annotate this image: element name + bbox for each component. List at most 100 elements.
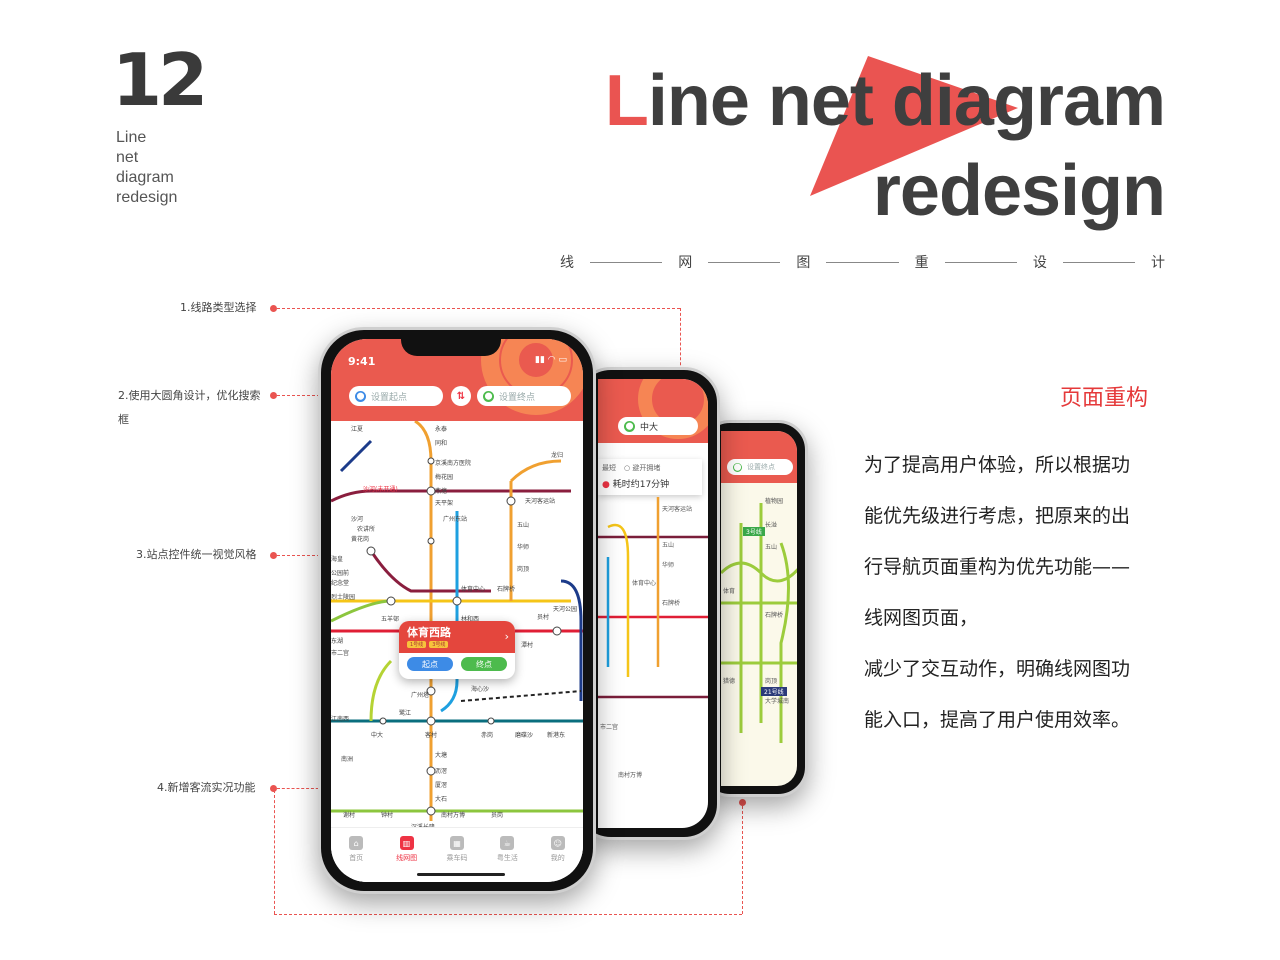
tab-life[interactable]: ☕粤生活: [487, 836, 527, 882]
svg-text:天河公园: 天河公园: [553, 605, 577, 613]
annotation-leader: [277, 788, 343, 789]
title-line2: redesign: [872, 151, 1166, 231]
description-body: 为了提高用户体验，所以根据功 能优先级进行考虑，把原来的出 行导航页面重构为优先…: [864, 440, 1174, 746]
svg-text:植物园: 植物园: [765, 497, 783, 505]
tab-ride-code[interactable]: ▦ 乘车码: [437, 836, 477, 882]
phone-mockup-1: 9:41 ▮▮ ◠ ▭ ⬤ 设置起点 ⇅ ⬤ 设置终点: [318, 327, 596, 894]
phone3-screen: ⬤ 设置终点 植物园长湴五山 体育石牌桥猎德 岗顶大学城南 3号线 21号线: [721, 431, 797, 786]
svg-text:赤岗: 赤岗: [481, 732, 493, 739]
svg-text:江夏: 江夏: [351, 426, 363, 433]
end-input[interactable]: ⬤ 设置终点: [477, 386, 571, 406]
annotation-station-control: 3.站点控件统一视觉风格: [136, 548, 257, 561]
svg-text:石牌桥: 石牌桥: [662, 599, 680, 607]
svg-text:五山: 五山: [765, 543, 777, 551]
tab-label: 乘车码: [446, 854, 468, 862]
svg-text:农讲所: 农讲所: [357, 525, 375, 533]
home-indicator: [417, 873, 505, 876]
svg-text:天河客运站: 天河客运站: [525, 497, 555, 505]
tab-label: 首页: [349, 854, 364, 862]
svg-text:猎德: 猎德: [723, 677, 735, 685]
svg-text:华师: 华师: [662, 561, 674, 569]
swap-icon[interactable]: ⇅: [451, 386, 471, 406]
phone2-search-value: 中大: [640, 422, 659, 433]
option-shortest[interactable]: 最短: [602, 464, 616, 472]
svg-text:南村万博: 南村万博: [441, 811, 465, 819]
option-avoid-crowd[interactable]: ○ 避开拥堵: [624, 464, 661, 472]
annotation-text: 2.使用大圆角设计，优化搜索: [118, 389, 261, 402]
tab-line-map[interactable]: ▥线网图: [387, 836, 427, 882]
route-duration: ● 耗时约17分钟: [602, 477, 698, 490]
svg-text:岗顶: 岗顶: [517, 566, 529, 573]
svg-text:林和西: 林和西: [461, 615, 479, 623]
cn-char: 重: [914, 255, 929, 271]
popup-actions: 起点 终点: [399, 653, 515, 675]
svg-text:钟村: 钟村: [381, 811, 393, 819]
description-line: 能优先级进行考虑，把原来的出: [864, 505, 1131, 527]
phone2-screen: ⬤ 中大 最短 ○ 避开拥堵 ● 耗时约17分钟 天河客运站五山华师 体育中心石…: [598, 379, 708, 828]
svg-text:五山: 五山: [662, 541, 674, 549]
svg-text:谢村: 谢村: [343, 811, 355, 819]
qr-code-icon: ▦: [449, 836, 464, 850]
annotation-leader: [680, 308, 681, 380]
line-badge: 3号线: [429, 641, 449, 648]
set-start-button[interactable]: 起点: [407, 657, 453, 671]
phone2-search-input[interactable]: ⬤ 中大: [618, 417, 698, 435]
popup-line-badges: 1号线 3号线: [407, 641, 507, 648]
tab-home[interactable]: ⌂ 首页: [336, 836, 376, 882]
svg-text:长湴: 长湴: [765, 521, 777, 529]
svg-text:厦滘: 厦滘: [435, 781, 447, 789]
svg-text:体育: 体育: [723, 587, 735, 595]
description-line: 减少了交互动作，明确线网图功: [864, 658, 1131, 680]
svg-text:五羊邨: 五羊邨: [381, 615, 399, 623]
svg-text:烈士陵园: 烈士陵园: [331, 593, 355, 601]
subtitle-line: diagram: [116, 169, 174, 186]
svg-text:梅花园: 梅花园: [435, 473, 453, 481]
end-pin-icon: ⬤: [624, 420, 635, 432]
station-popup[interactable]: 体育西路 1号线 3号线 › 起点 终点: [399, 621, 515, 679]
divider: [944, 261, 1017, 263]
section-title: 页面重构: [1060, 386, 1149, 411]
home-icon: ⌂: [349, 836, 364, 850]
phone3-search-input[interactable]: ⬤ 设置终点: [727, 459, 793, 475]
set-end-button[interactable]: 终点: [461, 657, 507, 671]
svg-text:公园前: 公园前: [331, 569, 349, 577]
annotation-passenger-flow: 4.新增客流实况功能: [157, 781, 256, 794]
divider: [826, 261, 899, 263]
metro-lines: 江夏永泰同和 京溪南方医院梅花园燕塘 沙河(未开通)天平架沙河 广州东站天河客运…: [331, 419, 583, 831]
cn-char: 图: [796, 255, 811, 271]
divider: [708, 261, 781, 263]
status-icons: ▮▮ ◠ ▭: [535, 355, 567, 365]
metro-map[interactable]: 江夏永泰同和 京溪南方医院梅花园燕塘 沙河(未开通)天平架沙河 广州东站天河客运…: [331, 419, 583, 882]
start-placeholder: 设置起点: [371, 392, 408, 403]
svg-text:市二宫: 市二宫: [600, 723, 618, 731]
svg-text:潭村: 潭村: [521, 641, 533, 649]
chevron-right-icon[interactable]: ›: [504, 630, 509, 643]
svg-text:石牌桥: 石牌桥: [765, 611, 783, 619]
phone3-header: ⬤ 设置终点: [721, 431, 797, 483]
route-card: 最短 ○ 避开拥堵 ● 耗时约17分钟: [598, 459, 702, 495]
svg-text:燕塘: 燕塘: [435, 487, 447, 495]
phone2-header: ⬤ 中大: [598, 379, 708, 443]
description-line: 能入口，提高了用户使用效率。: [864, 709, 1131, 731]
end-placeholder: 设置终点: [499, 392, 536, 403]
annotation-dot: [270, 305, 277, 312]
svg-text:京溪南方医院: 京溪南方医院: [435, 459, 471, 467]
svg-text:客村: 客村: [425, 731, 437, 739]
title-highlight-letter: L: [604, 61, 649, 141]
annotation-dot: [270, 392, 277, 399]
cn-char: 设: [1032, 255, 1047, 271]
tab-label: 线网图: [396, 854, 418, 862]
cn-char: 计: [1151, 255, 1166, 271]
tab-profile[interactable]: ☺我的: [538, 836, 578, 882]
svg-text:石牌桥: 石牌桥: [497, 585, 515, 593]
svg-text:磨碟沙: 磨碟沙: [515, 731, 533, 739]
svg-text:体育中心: 体育中心: [461, 585, 485, 593]
status-time: 9:41: [348, 355, 376, 368]
svg-text:大石: 大石: [435, 795, 447, 803]
start-input[interactable]: ⬤ 设置起点: [349, 386, 443, 406]
svg-text:华师: 华师: [517, 543, 529, 551]
svg-text:黄花岗: 黄花岗: [351, 535, 369, 543]
annotation-leader: [274, 914, 742, 915]
